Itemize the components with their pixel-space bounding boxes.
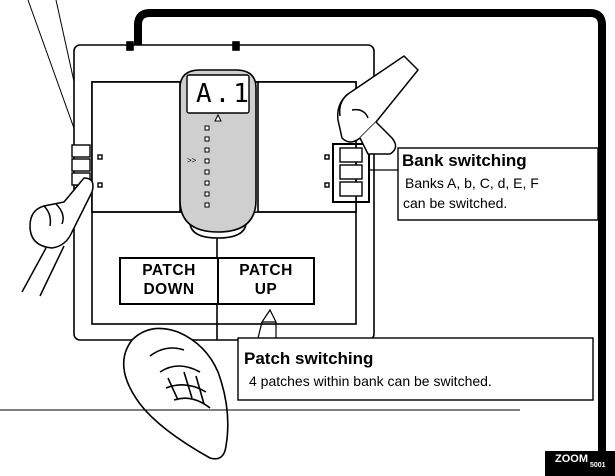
hand-right-icon xyxy=(336,55,419,155)
logo-brand: ZOOM xyxy=(555,453,588,465)
led-display-text: A.1 xyxy=(196,79,252,109)
pedal-button-outlines xyxy=(119,257,315,305)
bank-switch-buttons xyxy=(324,143,398,203)
patch-down-label-2: DOWN xyxy=(143,281,195,298)
foot-icon xyxy=(122,327,229,460)
zoom-logo: ZOOM5001 xyxy=(545,451,615,476)
hand-left-icon xyxy=(21,177,94,297)
cable-route xyxy=(134,9,606,452)
display-indicator-icon xyxy=(214,113,222,122)
patch-down-label-1: PATCH xyxy=(142,262,196,279)
bank-callout-line2: can be switched. xyxy=(403,195,508,211)
patch-callout-line1: 4 patches within bank can be switched. xyxy=(249,373,492,389)
arrow-marker: >> xyxy=(187,156,197,165)
display-capsule: >> xyxy=(179,69,257,233)
led-display xyxy=(186,74,250,114)
patch-callout-title: Patch switching xyxy=(244,349,374,368)
led-dots xyxy=(204,125,210,208)
bank-callout-title: Bank switching xyxy=(402,151,527,170)
patch-up-label-1: PATCH xyxy=(239,262,293,279)
logo-model: 5001 xyxy=(590,462,606,469)
bank-callout-box xyxy=(397,147,599,221)
patch-callout-box xyxy=(237,337,594,401)
patch-up-label-2: UP xyxy=(254,281,278,298)
patch-pointer xyxy=(257,308,277,339)
bank-callout-line1: Banks A, b, C, d, E, F xyxy=(405,175,539,191)
